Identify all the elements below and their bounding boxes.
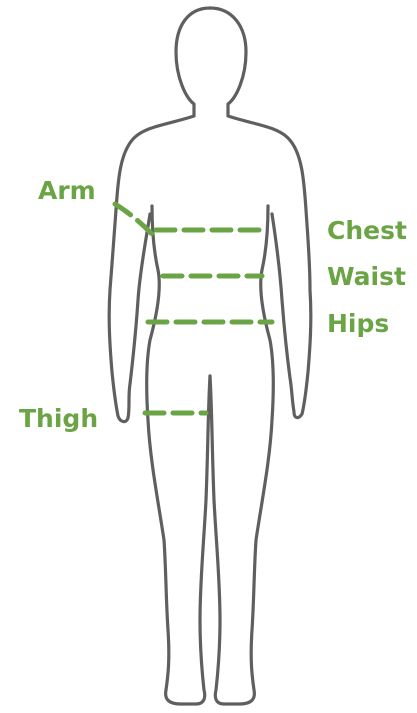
body-outer-contour-right [210, 8, 311, 418]
torso-right [210, 206, 273, 704]
waist-label: Waist [327, 262, 406, 292]
hips-label: Hips [327, 309, 389, 339]
chest-label: Chest [327, 216, 407, 246]
body-outer-contour [109, 8, 210, 422]
arm-measure-line [115, 204, 152, 234]
thigh-label: Thigh [19, 404, 98, 434]
torso-left [147, 206, 210, 704]
body-silhouette [109, 8, 311, 704]
arm-label: Arm [38, 176, 96, 206]
